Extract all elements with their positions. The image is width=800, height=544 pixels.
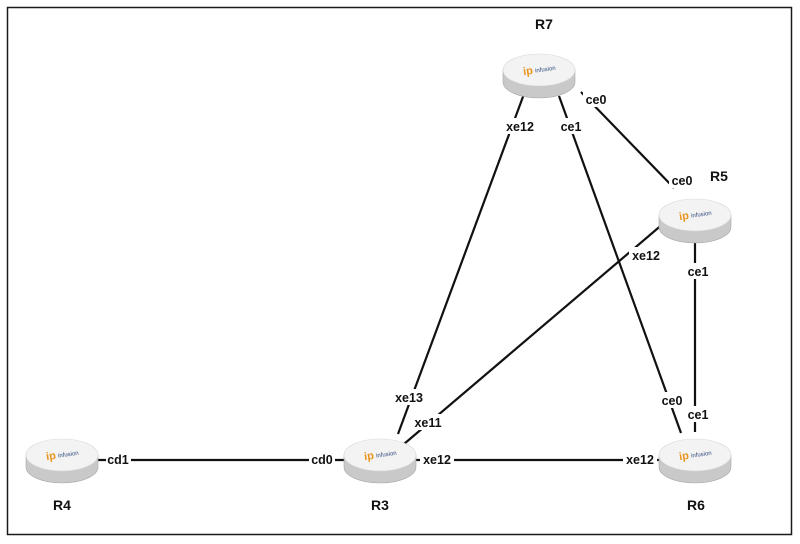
- port-label-r5-ce1: ce1: [686, 263, 710, 279]
- port-label-r3-xe11: xe11: [411, 414, 445, 430]
- port-label-r6-ce1: ce1: [686, 406, 710, 422]
- svg-text:infusion: infusion: [691, 211, 712, 220]
- port-label-r3-xe12: xe12: [420, 451, 454, 467]
- link-r7-r6: [557, 95, 683, 434]
- port-label-r3-cd0: cd0: [309, 451, 335, 467]
- svg-text:xe12: xe12: [626, 453, 654, 467]
- router-name-r5: R5: [710, 168, 728, 184]
- router-name-r6: R6: [687, 497, 705, 513]
- svg-text:infusion: infusion: [535, 66, 556, 75]
- svg-text:ce1: ce1: [688, 265, 709, 279]
- port-label-r3-xe13: xe13: [392, 389, 426, 405]
- svg-text:xe13: xe13: [395, 391, 423, 405]
- svg-text:ip: ip: [522, 65, 534, 78]
- router-top: [25, 438, 99, 472]
- svg-text:ip: ip: [45, 450, 57, 463]
- svg-text:xe11: xe11: [414, 416, 441, 430]
- router-top: [658, 198, 732, 232]
- svg-text:ce0: ce0: [586, 93, 607, 107]
- svg-text:cd1: cd1: [107, 453, 129, 467]
- svg-text:ce1: ce1: [688, 408, 709, 422]
- link-r3-r5: [403, 222, 665, 445]
- link-r3-r7: [396, 93, 526, 435]
- port-label-r7-ce1: ce1: [558, 118, 584, 134]
- svg-text:infusion: infusion: [691, 451, 712, 460]
- svg-text:infusion: infusion: [376, 451, 397, 460]
- svg-text:ip: ip: [363, 450, 375, 463]
- port-label-r4-cd1: cd1: [106, 451, 131, 467]
- svg-text:ip: ip: [678, 450, 690, 463]
- svg-text:infusion: infusion: [58, 451, 79, 460]
- svg-text:ip: ip: [678, 210, 690, 223]
- port-label-r6-xe12: xe12: [623, 451, 657, 467]
- link-r7-r5: [580, 91, 675, 189]
- svg-text:cd0: cd0: [311, 453, 333, 467]
- router-top: [343, 438, 417, 472]
- router-top: [658, 438, 732, 472]
- port-label-r6-ce0: ce0: [659, 392, 685, 408]
- port-label-r5-ce0: ce0: [669, 172, 695, 188]
- svg-text:xe12: xe12: [506, 120, 534, 134]
- router-name-r7: R7: [535, 16, 553, 32]
- port-label-r7-xe12: xe12: [503, 118, 537, 134]
- router-name-r4: R4: [53, 497, 71, 513]
- port-label-r5-xe12: xe12: [629, 247, 663, 263]
- svg-text:xe12: xe12: [423, 453, 451, 467]
- router-name-r3: R3: [371, 497, 389, 513]
- port-label-r7-ce0: ce0: [583, 91, 609, 107]
- router-top: [502, 53, 576, 87]
- svg-text:ce0: ce0: [672, 174, 693, 188]
- svg-text:ce0: ce0: [662, 394, 683, 408]
- port-labels: cd1 cd0 xe12 xe12 xe13 xe12 xe11 xe12: [106, 91, 710, 467]
- svg-text:ce1: ce1: [561, 120, 582, 134]
- svg-text:xe12: xe12: [632, 249, 660, 263]
